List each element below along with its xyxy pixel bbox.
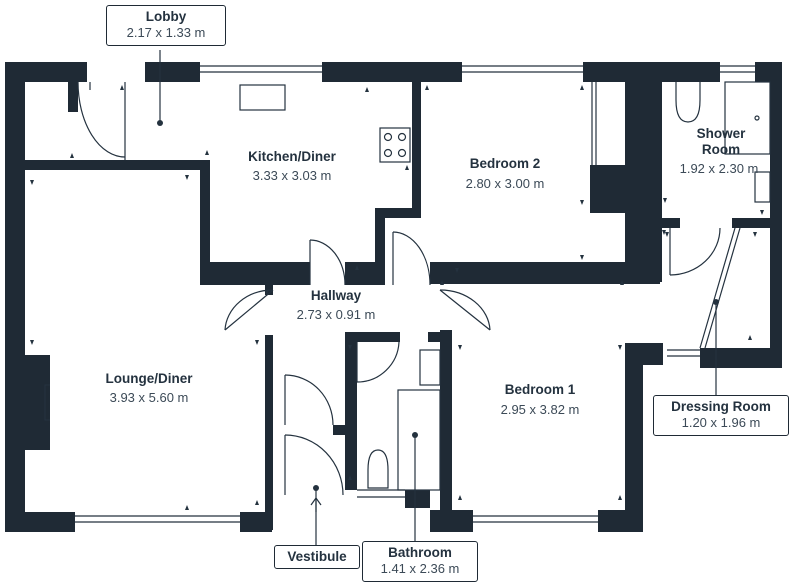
bedroom-1-name: Bedroom 1 [505, 382, 576, 397]
dressing-room-name: Dressing Room [671, 399, 771, 414]
bathroom-callout: Bathroom 1.41 x 2.36 m [362, 541, 478, 582]
lobby-name: Lobby [145, 9, 187, 24]
lounge-diner-dims: 3.93 x 5.60 m [110, 390, 189, 405]
vestibule-name: Vestibule [287, 549, 347, 564]
walls [5, 62, 782, 532]
lobby-dims: 2.17 x 1.33 m [126, 25, 206, 40]
shower-room-name-line2: Room [702, 142, 740, 157]
kitchen-diner-name: Kitchen/Diner [248, 149, 337, 164]
dressing-room-dims: 1.20 x 1.96 m [681, 415, 761, 430]
shower-room-dims: 1.92 x 2.30 m [680, 161, 759, 176]
bathroom-dims: 1.41 x 2.36 m [380, 561, 460, 576]
lobby-callout: Lobby 2.17 x 1.33 m [106, 5, 226, 46]
hallway-dims: 2.73 x 0.91 m [297, 307, 376, 322]
lounge-diner-name: Lounge/Diner [106, 371, 194, 386]
bedroom-1-dims: 2.95 x 3.82 m [501, 402, 580, 417]
shower-room-name-line1: Shower [697, 126, 747, 141]
dressing-room-callout: Dressing Room 1.20 x 1.96 m [653, 395, 789, 436]
vestibule-callout: Vestibule [274, 545, 360, 569]
bathroom-name: Bathroom [388, 545, 452, 560]
bedroom-2-dims: 2.80 x 3.00 m [466, 176, 545, 191]
bedroom-2-name: Bedroom 2 [470, 156, 541, 171]
thin-lines [44, 50, 771, 545]
hallway-name: Hallway [311, 288, 362, 303]
kitchen-diner-dims: 3.33 x 3.03 m [253, 168, 332, 183]
leader-dots [157, 120, 719, 491]
dimension-markers [30, 85, 764, 510]
